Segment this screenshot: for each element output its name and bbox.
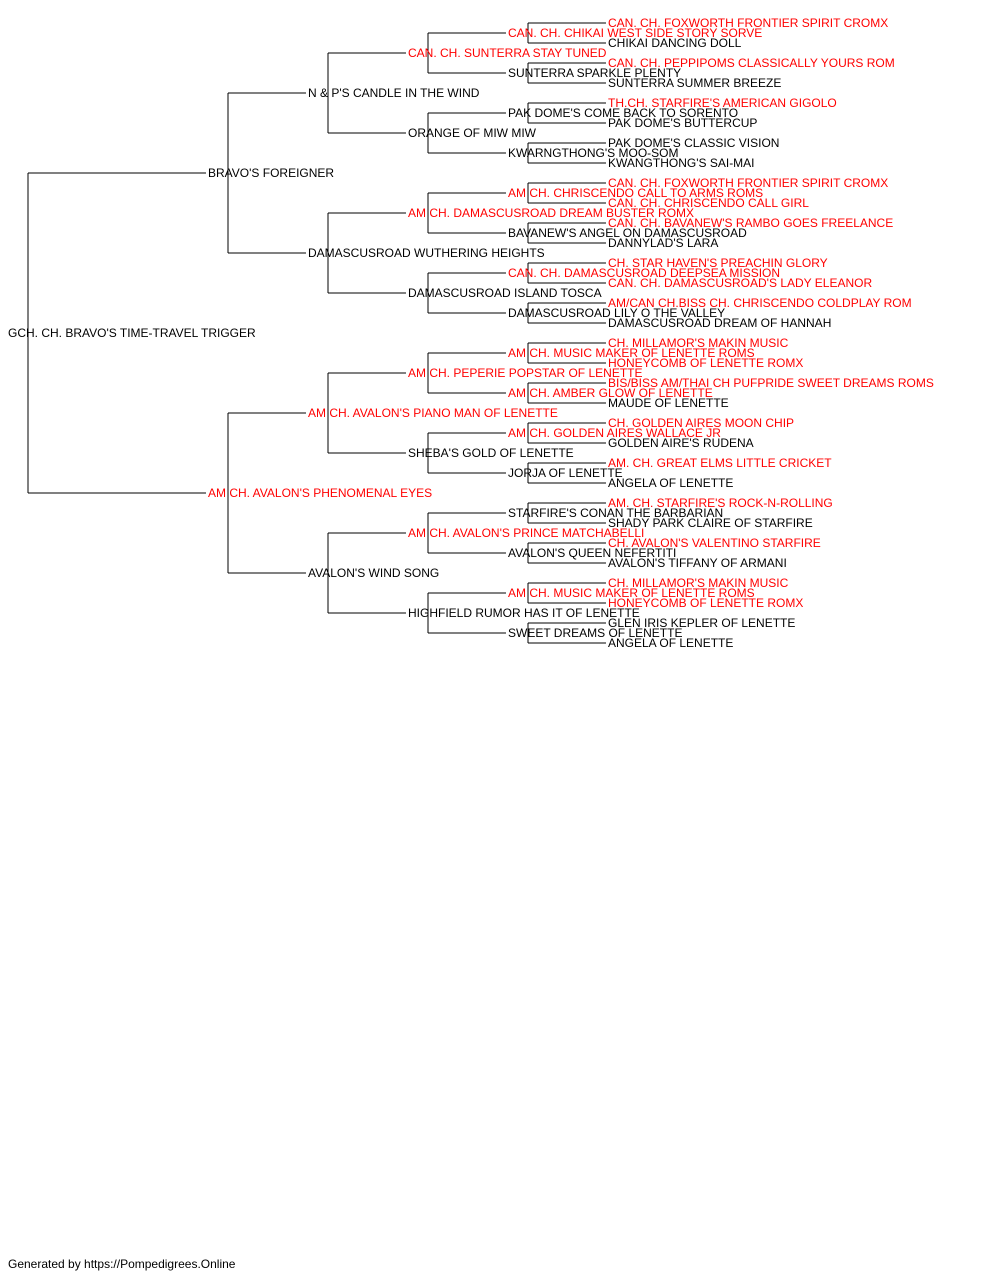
- ancestor-gen4-8: AM CH. MUSIC MAKER OF LENETTE ROMS: [508, 346, 755, 360]
- ancestor-gen4-10: AM CH. GOLDEN AIRES WALLACE JR: [508, 426, 721, 440]
- ancestor-gen2-3: AVALON'S WIND SONG: [308, 566, 440, 580]
- ancestor-gen5-29: HONEYCOMB OF LENETTE ROMX: [608, 596, 804, 610]
- ancestor-gen1-0: BRAVO'S FOREIGNER: [208, 166, 335, 180]
- generated-by-footer: Generated by https://Pompedigrees.Online: [8, 1257, 236, 1271]
- ancestor-gen5-10: CAN. CH. BAVANEW'S RAMBO GOES FREELANCE: [608, 216, 894, 230]
- ancestor-gen4-4: AM CH. CHRISCENDO CALL TO ARMS ROMS: [508, 186, 764, 200]
- ancestor-gen5-16: CH. MILLAMOR'S MAKIN MUSIC: [608, 336, 789, 350]
- ancestor-gen5-31: ANGELA OF LENETTE: [608, 636, 734, 650]
- ancestor-gen5-13: CAN. CH. DAMASCUSROAD'S LADY ELEANOR: [608, 276, 873, 290]
- ancestor-gen5-5: PAK DOME'S BUTTERCUP: [608, 116, 758, 130]
- ancestor-gen2-2: AM CH. AVALON'S PIANO MAN OF LENETTE: [308, 406, 558, 420]
- ancestor-gen3-0: CAN. CH. SUNTERRA STAY TUNED: [408, 46, 607, 60]
- ancestor-gen3-6: AM CH. AVALON'S PRINCE MATCHABELLI: [408, 526, 645, 540]
- ancestor-gen5-6: PAK DOME'S CLASSIC VISION: [608, 136, 780, 150]
- ancestor-gen5-18: BIS/BISS AM/THAI CH PUFPRIDE SWEET DREAM…: [608, 376, 934, 390]
- ancestor-gen5-1: CHIKAI DANCING DOLL: [608, 36, 742, 50]
- ancestor-gen5-25: SHADY PARK CLAIRE OF STARFIRE: [608, 516, 813, 530]
- ancestor-gen5-0: CAN. CH. FOXWORTH FRONTIER SPIRIT CROMX: [608, 16, 889, 30]
- ancestor-gen5-27: AVALON'S TIFFANY OF ARMANI: [608, 556, 787, 570]
- ancestor-gen3-7: HIGHFIELD RUMOR HAS IT OF LENETTE: [408, 606, 640, 620]
- ancestor-gen5-4: TH.CH. STARFIRE'S AMERICAN GIGOLO: [608, 96, 837, 110]
- ancestor-gen5-28: CH. MILLAMOR'S MAKIN MUSIC: [608, 576, 789, 590]
- ancestor-gen3-1: ORANGE OF MIW MIW: [408, 126, 536, 140]
- ancestor-gen4-11: JORJA OF LENETTE: [508, 466, 623, 480]
- ancestor-gen5-8: CAN. CH. FOXWORTH FRONTIER SPIRIT CROMX: [608, 176, 889, 190]
- ancestor-gen5-24: AM. CH. STARFIRE'S ROCK-N-ROLLING: [608, 496, 833, 510]
- ancestor-gen3-5: SHEBA'S GOLD OF LENETTE: [408, 446, 574, 460]
- ancestor-gen4-14: AM CH. MUSIC MAKER OF LENETTE ROMS: [508, 586, 755, 600]
- ancestor-gen2-1: DAMASCUSROAD WUTHERING HEIGHTS: [308, 246, 545, 260]
- ancestor-gen5-23: ANGELA OF LENETTE: [608, 476, 734, 490]
- ancestor-gen5-11: DANNYLAD'S LARA: [608, 236, 719, 250]
- ancestor-gen5-12: CH. STAR HAVEN'S PREACHIN GLORY: [608, 256, 828, 270]
- ancestor-gen5-19: MAUDE OF LENETTE: [608, 396, 729, 410]
- ancestor-gen5-20: CH. GOLDEN AIRES MOON CHIP: [608, 416, 795, 430]
- ancestor-gen4-13: AVALON'S QUEEN NEFERTITI: [508, 546, 677, 560]
- ancestor-gen4-9: AM CH. AMBER GLOW OF LENETTE: [508, 386, 713, 400]
- ancestor-gen1-1: AM CH. AVALON'S PHENOMENAL EYES: [208, 486, 433, 500]
- ancestor-gen3-2: AM CH. DAMASCUSROAD DREAM BUSTER ROMX: [408, 206, 695, 220]
- ancestor-gen5-26: CH. AVALON'S VALENTINO STARFIRE: [608, 536, 821, 550]
- ancestor-gen5-21: GOLDEN AIRE'S RUDENA: [608, 436, 754, 450]
- ancestor-gen4-0: CAN. CH. CHIKAI WEST SIDE STORY SORVE: [508, 26, 763, 40]
- ancestor-gen4-5: BAVANEW'S ANGEL ON DAMASCUSROAD: [508, 226, 747, 240]
- ancestor-gen5-3: SUNTERRA SUMMER BREEZE: [608, 76, 782, 90]
- ancestor-gen4-7: DAMASCUSROAD LILY O THE VALLEY: [508, 306, 726, 320]
- ancestor-gen5-30: GLEN IRIS KEPLER OF LENETTE: [608, 616, 796, 630]
- ancestor-gen4-2: PAK DOME'S COME BACK TO SORENTO: [508, 106, 739, 120]
- ancestor-gen5-15: DAMASCUSROAD DREAM OF HANNAH: [608, 316, 832, 330]
- ancestor-gen5-22: AM. CH. GREAT ELMS LITTLE CRICKET: [608, 456, 832, 470]
- ancestor-gen4-6: CAN. CH. DAMASCUSROAD DEEPSEA MISSION: [508, 266, 781, 280]
- ancestor-gen2-0: N & P'S CANDLE IN THE WIND: [308, 86, 480, 100]
- ancestor-gen4-3: KWARNGTHONG'S MOO-SOM: [508, 146, 679, 160]
- subject-name: GCH. CH. BRAVO'S TIME-TRAVEL TRIGGER: [8, 326, 256, 340]
- ancestor-gen5-9: CAN. CH. CHRISCENDO CALL GIRL: [608, 196, 809, 210]
- ancestor-gen4-1: SUNTERRA SPARKLE PLENTY: [508, 66, 682, 80]
- ancestor-gen4-15: SWEET DREAMS OF LENETTE: [508, 626, 683, 640]
- ancestor-gen3-3: DAMASCUSROAD ISLAND TOSCA: [408, 286, 602, 300]
- ancestor-gen5-2: CAN. CH. PEPPIPOMS CLASSICALLY YOURS ROM: [608, 56, 895, 70]
- ancestor-gen4-12: STARFIRE'S CONAN THE BARBARIAN: [508, 506, 724, 520]
- ancestor-gen3-4: AM CH. PEPERIE POPSTAR OF LENETTE: [408, 366, 643, 380]
- ancestor-gen5-14: AM/CAN CH.BISS CH. CHRISCENDO COLDPLAY R…: [608, 296, 912, 310]
- ancestor-gen5-7: KWANGTHONG'S SAI-MAI: [608, 156, 755, 170]
- ancestor-gen5-17: HONEYCOMB OF LENETTE ROMX: [608, 356, 804, 370]
